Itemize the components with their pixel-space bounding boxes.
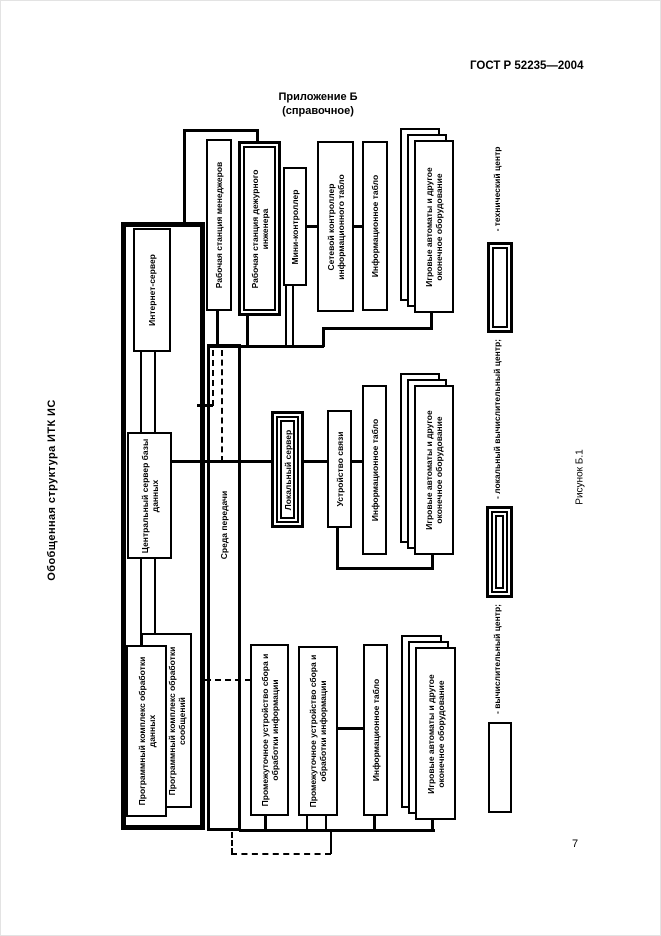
dashed-connector-line — [231, 832, 233, 854]
doc-number: ГОСТ Р 52235—2004 — [470, 60, 584, 72]
connector-line — [354, 225, 362, 228]
dashed-connector-line — [231, 853, 331, 855]
appendix-title: Приложение Б — [278, 91, 358, 103]
box-label: Игровые автоматы и другое оконечное обор… — [424, 166, 444, 287]
connector-line — [336, 567, 434, 570]
box-network-controller: Сетевой контроллер информационного табло — [317, 141, 354, 312]
box-transmission-medium: Среда передачи — [207, 344, 241, 831]
box-label: Локальный сервер — [282, 429, 293, 510]
box-local-server: Локальный сервер — [271, 411, 304, 528]
connector-line — [431, 820, 434, 830]
box-mini-controller: Мини-контроллер — [283, 167, 307, 286]
box-label: Мини-контроллер — [290, 189, 300, 264]
box-label: Игровые автоматы и другое оконечное обор… — [425, 673, 446, 794]
connector-line — [307, 225, 317, 228]
triple-border-mid — [491, 511, 508, 593]
box-label: Промежуточное устройство сбора и обработ… — [259, 653, 280, 807]
box-label: Программный комплекс обработки сообщений — [166, 646, 187, 795]
dashed-connector-line — [205, 679, 251, 681]
box-info-board-top: Информационное табло — [362, 141, 388, 311]
connector-line — [352, 460, 362, 463]
connector-line — [140, 559, 142, 645]
legend-text: - локальный вычислительный центр; — [492, 338, 502, 500]
connector-line — [216, 311, 219, 346]
double-border: Рабочая станция дежурного инженера — [243, 146, 276, 311]
box-label: Информационное табло — [370, 174, 380, 278]
connector-line — [197, 404, 213, 407]
box-label: Центральный сервер базы данных — [139, 438, 160, 553]
connector-line — [373, 816, 376, 830]
legend-text: - технический центр — [492, 146, 502, 232]
box-label: Информационное табло — [370, 678, 381, 782]
page-number: 7 — [572, 838, 579, 850]
box-info-board-bottom: Информационное табло — [363, 644, 388, 816]
box-label: Рабочая станция дежурного инженера — [249, 169, 270, 288]
box-label: Сетевой контроллер информационного табло — [325, 173, 346, 280]
box-intermediate-device-1: Промежуточное устройство сбора и обработ… — [250, 644, 289, 816]
box-gaming-machines-bottom: Игровые автоматы и другое оконечное обор… — [415, 647, 456, 820]
box-label: Промежуточное устройство сбора и обработ… — [308, 654, 328, 808]
legend-sample-computing-center — [488, 722, 512, 813]
box-internet-server: Интернет-сервер — [133, 228, 171, 352]
connector-line — [330, 831, 332, 854]
connector-line — [154, 352, 156, 432]
triple-border-mid: Локальный сервер — [276, 416, 299, 523]
legend-sample-technical-center — [487, 242, 513, 333]
box-central-db-server: Центральный сервер базы данных — [127, 432, 172, 559]
connector-line — [306, 816, 308, 830]
connector-line — [183, 129, 186, 224]
connector-line — [154, 559, 156, 634]
connector-line — [239, 829, 435, 832]
box-ws-managers: Рабочая станция менеджеров — [206, 139, 232, 311]
appendix-subtitle: (справочное) — [282, 105, 354, 117]
connector-line — [264, 816, 267, 830]
box-gaming-machines-mid: Игровые автоматы и другое оконечное обор… — [414, 385, 454, 555]
box-label: Рабочая станция менеджеров — [214, 161, 224, 289]
connector-line — [431, 555, 434, 569]
dashed-connector-line — [212, 350, 214, 406]
connector-line — [304, 460, 327, 463]
connector-line — [183, 129, 259, 132]
appendix-heading: Приложение Б (справочное) — [238, 90, 398, 118]
box-label: Информационное табло — [369, 418, 380, 522]
box-label: Среда передачи — [219, 490, 229, 560]
connector-line — [285, 286, 287, 347]
connector-line — [292, 286, 294, 347]
connector-line — [322, 327, 325, 347]
connector-line — [338, 727, 363, 730]
box-label: Устройство связи — [334, 431, 345, 507]
dashed-connector-line — [221, 350, 223, 462]
connector-line — [430, 313, 433, 330]
connector-line — [322, 327, 433, 330]
double-border — [492, 247, 508, 328]
box-comm-device: Устройство связи — [327, 410, 352, 528]
figure-caption-text: Рисунок Б.1 — [574, 449, 586, 505]
connector-line — [336, 528, 339, 569]
connector-line — [140, 352, 142, 432]
box-gaming-machines-top: Игровые автоматы и другое оконечное обор… — [414, 140, 454, 313]
box-info-board-mid: Информационное табло — [362, 385, 387, 555]
connector-line — [325, 816, 327, 830]
box-ws-duty-engineer: Рабочая станция дежурного инженера — [238, 141, 281, 316]
diagram-title-text: Обобщенная структура ИТК ИС — [46, 399, 58, 581]
triple-border-inner: Локальный сервер — [280, 420, 295, 519]
triple-border-inner — [495, 515, 504, 589]
box-intermediate-device-2: Промежуточное устройство сбора и обработ… — [298, 646, 338, 816]
connector-line — [256, 129, 259, 143]
legend-text: - вычислительный центр; — [492, 604, 502, 714]
connector-line — [207, 345, 324, 348]
box-label: Программный комплекс обработки данных — [136, 656, 157, 806]
legend-sample-local-computing-center — [486, 506, 513, 598]
box-sw-complex-data: Программный комплекс обработки данных — [126, 645, 167, 817]
connector-line — [246, 316, 249, 348]
box-label: Игровые автоматы и другое оконечное обор… — [424, 410, 444, 530]
box-label: Интернет-сервер — [147, 254, 157, 326]
